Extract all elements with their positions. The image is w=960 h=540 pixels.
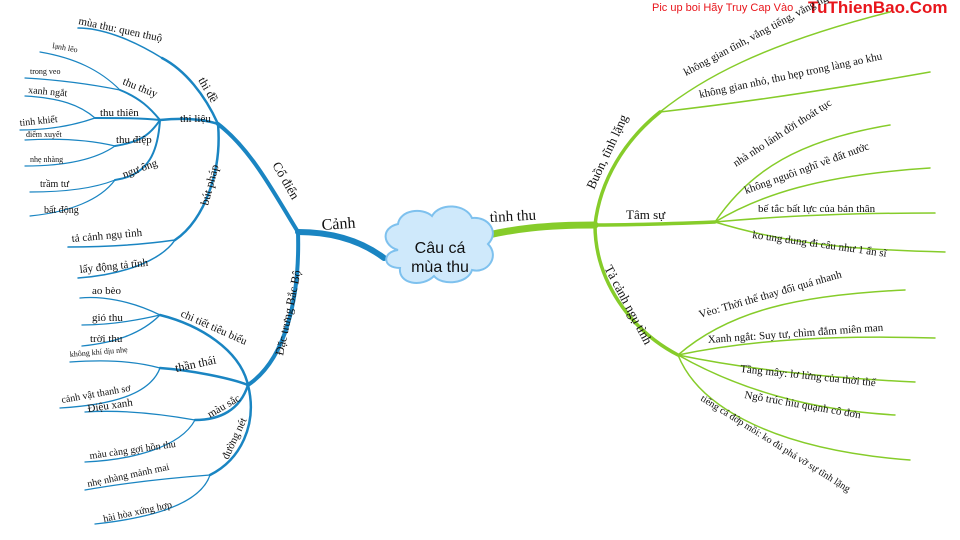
node-thi-lieu[interactable]: thi liệu [180, 113, 211, 125]
node-canh[interactable]: Cảnh [321, 215, 356, 234]
node-chi-tiet[interactable]: chi tiết tiêu biểu [179, 308, 249, 348]
right-labels: tình thu Buồn, tĩnh lặng không gian tĩnh… [489, 0, 888, 495]
leaf-nhe-nhang-manh-mai: nhẹ nhàng mảnh mai [86, 462, 170, 490]
leaf-ta-canh: tả cảnh ngụ tình [71, 227, 143, 245]
node-dac-trung[interactable]: Đặc trưng Bắc Bộ [272, 269, 304, 357]
node-ngu-ong[interactable]: ngư ông [121, 157, 160, 181]
leaf-ngo-truc: Ngõ trúc hiu quạnh cô đơn [743, 389, 862, 421]
leaf-be-tac: bế tắc bất lực của bản thân [758, 203, 876, 215]
leaf-hai-hoa: hài hòa xứng hợp [102, 500, 173, 525]
node-but-phap[interactable]: bút pháp [197, 163, 221, 207]
leaf-ko-ung-dung: ko ung dung đi câu như 1 ẩn sĩ [752, 229, 889, 260]
leaf-troi-thu: trời thu [90, 333, 123, 345]
leaf-diem-xuyet: điểm xuyết [26, 130, 63, 139]
center-cloud: Câu cá mùa thu [384, 205, 494, 284]
leaf-nhe-nhang: nhẹ nhàng [30, 155, 63, 164]
leaf-tram-tu: trầm tư [40, 179, 70, 190]
leaf-ao-beo: ao bèo [92, 285, 122, 297]
leaf-veo: Vèo: Thời thế thay đổi quá nhanh [698, 268, 844, 320]
left-labels: Cảnh Cổ điển thi đề mùa thu: quen thuộ t… [19, 15, 356, 525]
node-thu-thien[interactable]: thu thiên [100, 107, 139, 119]
leaf-mau-cang: màu càng gợi hồn thu [89, 439, 177, 462]
leaf-xanh-ngat-r: Xanh ngắt: Suy tư, chìm đắm miên man [707, 322, 884, 346]
watermark-brand[interactable]: TuThienBao.Com [808, 0, 947, 17]
node-ta-canh[interactable]: Tả cảnh ngụ tình [601, 262, 656, 347]
center-title-line2: mùa thu [411, 259, 469, 276]
leaf-thi-de: mùa thu: quen thuộ [77, 15, 163, 45]
leaf-bat-dong: bất động [44, 205, 79, 216]
center-title-line1: Câu cá [415, 240, 466, 257]
leaf-trong-veo: trong veo [30, 67, 60, 76]
leaf-xanh-ngat: xanh ngắt [28, 85, 68, 99]
right-branches [466, 11, 946, 461]
leaf-gio-thu: gió thu [92, 312, 123, 324]
leaf-khong-khi: không khí dịu nhẹ [69, 345, 128, 359]
leaf-lanh-leo: lạnh lẽo [52, 41, 79, 54]
node-tinh-thu[interactable]: tình thu [489, 208, 537, 226]
left-branches [19, 27, 387, 525]
node-thu-thuy[interactable]: thu thủy [121, 76, 160, 101]
node-tam-su[interactable]: Tâm sự [626, 207, 666, 222]
watermark-small: Pic up boi Hãy Truy Cap Vào [652, 2, 793, 14]
node-thu-diep[interactable]: thu điệp [116, 134, 152, 146]
leaf-tinh-khiet: tinh khiết [19, 114, 58, 129]
leaf-tang-may: Tầng mây: lơ lửng của thời thế [740, 363, 878, 389]
